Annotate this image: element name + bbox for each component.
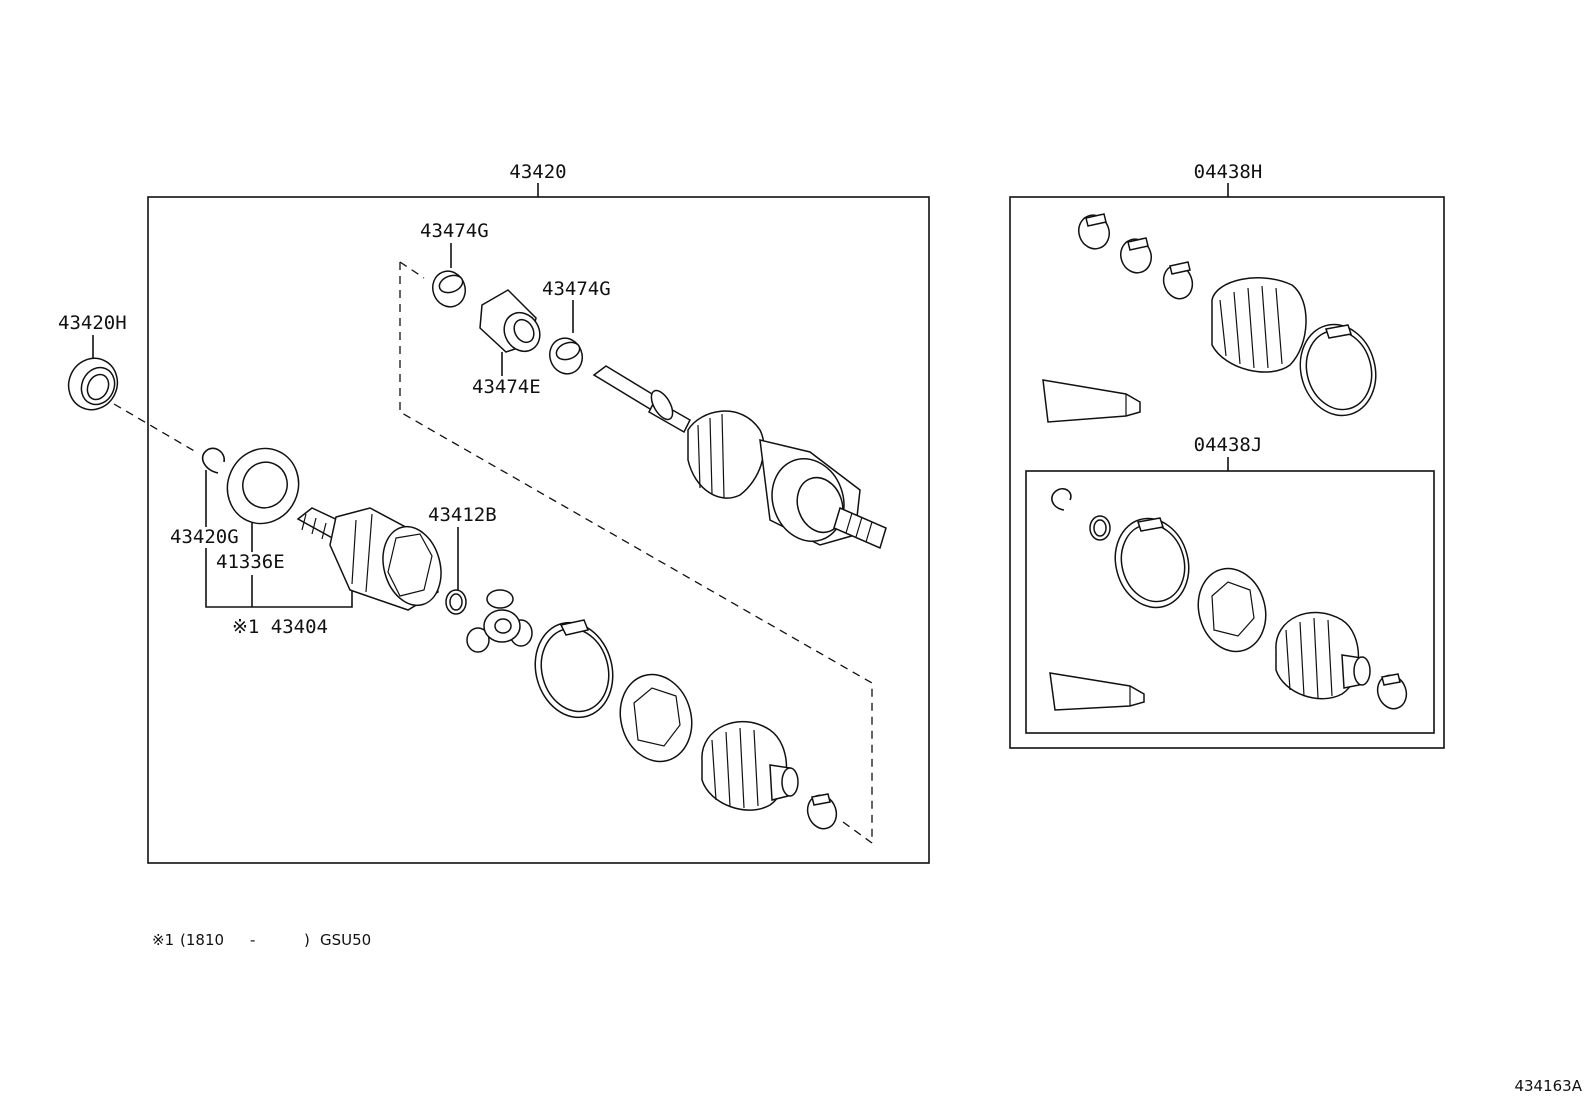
inner-joint-housing-part — [296, 507, 442, 611]
washer-part — [226, 447, 300, 525]
tripod-joint-part — [466, 589, 533, 653]
grease-tube-part — [1049, 672, 1145, 711]
label-41336E[interactable]: 41336E — [216, 551, 285, 573]
boot-kit-04438H-frame — [1009, 196, 1445, 749]
label-43412B[interactable]: 43412B — [428, 504, 497, 526]
boot-band-large-part — [1114, 517, 1190, 609]
outer-boot-part — [1211, 277, 1307, 373]
oil-seal-part — [67, 357, 119, 411]
snap-ring-part — [201, 447, 225, 474]
band-clamp-part — [432, 270, 466, 308]
label-43404[interactable]: ※1 43404 — [232, 616, 328, 638]
svg-text:-: - — [250, 931, 255, 949]
label-43420[interactable]: 43420 — [509, 161, 566, 183]
svg-text:): ) — [304, 931, 310, 949]
inner-boot-part — [701, 720, 799, 811]
band-clamp-part — [1376, 673, 1408, 710]
band-clamp-part — [806, 793, 838, 830]
boot-band-large-part — [534, 619, 614, 719]
label-04438H[interactable]: 04438H — [1194, 161, 1263, 183]
svg-text:GSU50: GSU50 — [320, 931, 371, 949]
snap-ring-part — [1089, 515, 1111, 541]
drive-shaft-part — [592, 365, 887, 550]
inner-joint-cup-part — [1197, 567, 1267, 653]
grease-tube-part — [1042, 379, 1141, 423]
dynamic-damper-part — [479, 289, 541, 353]
label-43420H[interactable]: 43420H — [58, 312, 127, 334]
snap-ring-part — [1051, 487, 1072, 511]
label-43474G-left[interactable]: 43474G — [420, 220, 489, 242]
band-clamp-part — [549, 337, 583, 375]
footnote: ※1 (1810 - ) GSU50 — [152, 931, 371, 949]
reference-code: 434163A — [1514, 1077, 1582, 1095]
label-04438J[interactable]: 04438J — [1194, 434, 1263, 456]
label-43474G-right[interactable]: 43474G — [542, 278, 611, 300]
band-clamp-part — [1078, 213, 1110, 250]
svg-text:(1810: (1810 — [180, 931, 224, 949]
snap-ring-part — [445, 589, 467, 615]
svg-text:※1: ※1 — [152, 931, 174, 949]
boot-band-large-part — [1299, 323, 1377, 417]
inner-boot-part — [1275, 611, 1371, 700]
dashed-group-line — [399, 262, 873, 843]
band-clamp-part — [1120, 237, 1152, 274]
boot-kit-04438J-frame — [1025, 470, 1435, 734]
label-43474E[interactable]: 43474E — [472, 376, 541, 398]
band-clamp-part — [1162, 261, 1194, 300]
inner-joint-cup-part — [619, 673, 693, 763]
label-43420G[interactable]: 43420G — [170, 526, 239, 548]
